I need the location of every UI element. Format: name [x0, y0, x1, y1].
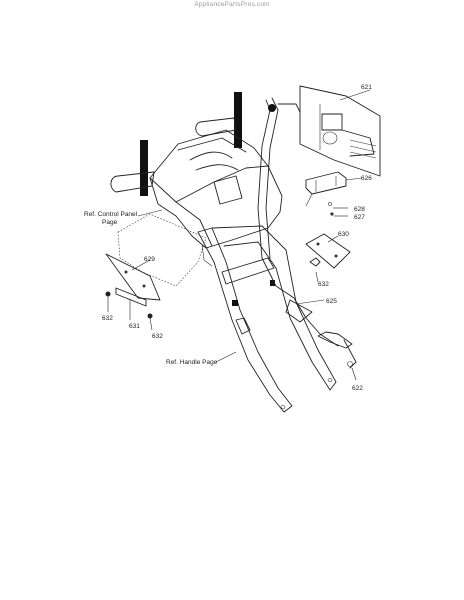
label-632-bottom: 632: [152, 333, 163, 340]
label-621: 621: [361, 84, 372, 91]
label-629: 629: [144, 256, 155, 263]
label-625: 625: [326, 298, 337, 305]
part-631-strap: [115, 287, 147, 307]
part-632-nuts: [105, 291, 153, 319]
ref-handle-label: Ref. Handle Page: [166, 359, 218, 366]
control-panel-housing: [149, 129, 283, 267]
handle-frame: [197, 225, 337, 413]
label-631: 631: [129, 323, 140, 330]
part-630-bracket: [305, 233, 351, 269]
label-622: 622: [352, 385, 363, 392]
leader-lines: [107, 89, 371, 381]
panel-outline: [117, 213, 207, 287]
ref-control-panel-label: Ref. Control Panel: [84, 211, 138, 218]
label-632-right: 632: [318, 281, 329, 288]
watermark: AppliancePartsPros.com: [194, 1, 270, 8]
label-628: 628: [354, 206, 365, 213]
part-625-spring: [285, 299, 357, 369]
label-632-left: 632: [102, 315, 113, 322]
part-629-bracket: [105, 253, 161, 301]
part-621-bracket: [299, 85, 381, 177]
label-627: 627: [354, 214, 365, 221]
grip-bars: [110, 92, 242, 196]
label-626: 626: [361, 175, 372, 182]
control-cable: [257, 97, 339, 347]
label-630: 630: [338, 231, 349, 238]
part-626-link: [305, 171, 347, 216]
ref-control-panel-page: Page: [102, 219, 118, 226]
